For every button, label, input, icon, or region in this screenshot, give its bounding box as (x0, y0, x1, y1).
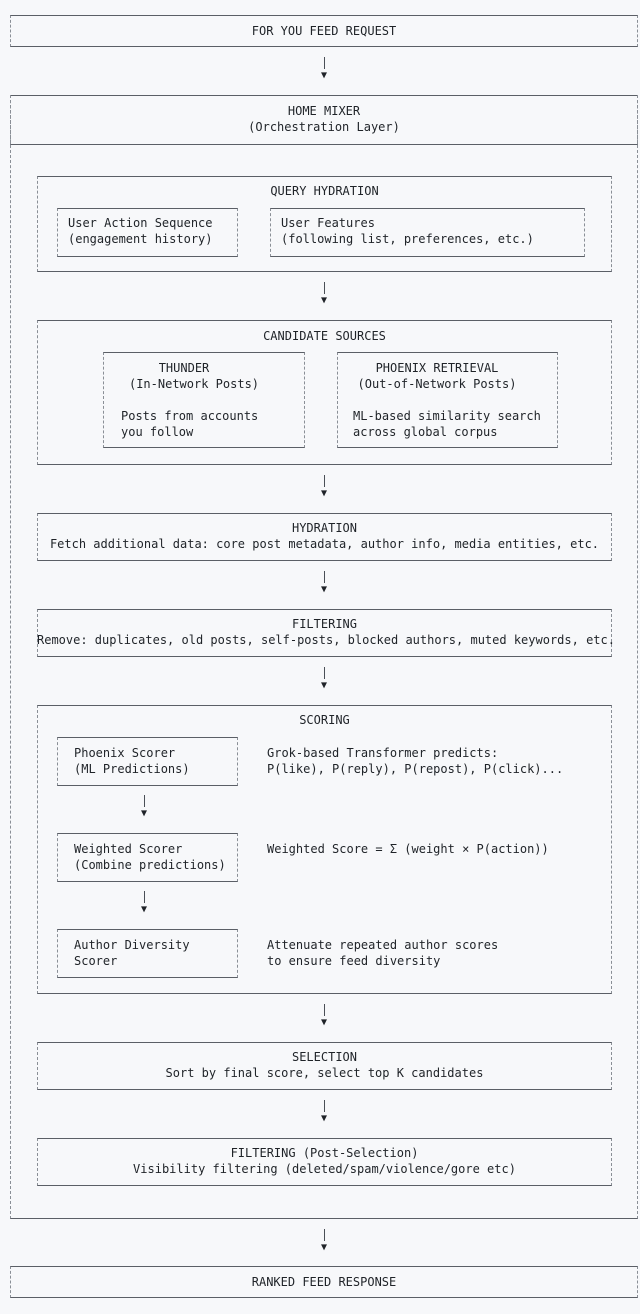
filtering-desc: Remove: duplicates, old posts, self-post… (37, 633, 615, 647)
post-filtering-desc: Visibility filtering (deleted/spam/viole… (133, 1162, 516, 1176)
user-features-line2: (following list, preferences, etc.) (281, 232, 534, 246)
hydration-title: HYDRATION (291, 521, 358, 535)
arrow-query-to-candidates: ▼ (318, 282, 330, 306)
phoenix-scorer-note1: Grok-based Transformer predicts: (267, 746, 499, 760)
query-hydration-box (37, 176, 612, 272)
arrow-request-to-mixer: ▼ (318, 57, 330, 81)
selection-title: SELECTION (291, 1050, 358, 1064)
user-action-sequence-box (57, 208, 238, 257)
home-mixer-subtitle: (Orchestration Layer) (248, 120, 400, 134)
candidate-sources-box (37, 320, 612, 465)
author-diversity-box (57, 929, 238, 978)
arrow-candidates-to-hydration: ▼ (318, 475, 330, 499)
hydration-box (37, 513, 612, 561)
phoenix-retrieval-subtitle: (Out-of-Network Posts) (357, 377, 517, 391)
thunder-box (103, 352, 305, 448)
arrow-selection-to-postfilter: ▼ (318, 1100, 330, 1124)
home-mixer-box (10, 95, 638, 1219)
query-hydration-title: QUERY HYDRATION (270, 184, 379, 198)
filtering-title: FILTERING (291, 617, 358, 631)
request-box (10, 15, 638, 47)
arrow-head: ▼ (320, 1017, 328, 1028)
arrow-phoenix-to-weighted: ▼ (138, 795, 150, 819)
home-mixer-header-divider (10, 95, 638, 145)
arrow-head: ▼ (320, 680, 328, 691)
request-title: FOR YOU FEED REQUEST (251, 24, 397, 38)
user-features-line1: User Features (281, 216, 375, 230)
hydration-desc: Fetch additional data: core post metadat… (49, 537, 600, 551)
user-action-line1: User Action Sequence (68, 216, 213, 230)
arrow-head: ▼ (320, 488, 328, 499)
post-filtering-title: FILTERING (Post-Selection) (230, 1146, 419, 1160)
phoenix-retrieval-title: PHOENIX RETRIEVAL (375, 361, 499, 375)
user-features-box (270, 208, 585, 257)
arrow-head: ▼ (140, 808, 148, 819)
phoenix-retrieval-desc1: ML-based similarity search (353, 409, 541, 423)
phoenix-retrieval-box (337, 352, 558, 448)
weighted-scorer-box (57, 833, 238, 882)
phoenix-scorer-note2: P(like), P(reply), P(repost), P(click)..… (267, 762, 564, 776)
response-box (10, 1266, 638, 1298)
author-diversity-line2: Scorer (74, 954, 118, 968)
author-diversity-line1: Author Diversity (74, 938, 190, 952)
weighted-scorer-line2: (Combine predictions) (74, 858, 226, 872)
home-mixer-title: HOME MIXER (287, 104, 361, 118)
arrow-head: ▼ (320, 70, 328, 81)
weighted-scorer-line1: Weighted Scorer (74, 842, 183, 856)
author-diversity-note1: Attenuate repeated author scores (267, 938, 499, 952)
post-filtering-box (37, 1138, 612, 1186)
arrow-head: ▼ (320, 1242, 328, 1253)
user-action-line2: (engagement history) (68, 232, 213, 246)
thunder-desc1: Posts from accounts (121, 409, 259, 423)
filtering-box (37, 609, 612, 657)
scoring-box (37, 705, 612, 994)
candidate-sources-title: CANDIDATE SOURCES (263, 329, 386, 343)
selection-desc: Sort by final score, select top K candid… (165, 1066, 484, 1080)
arrow-filtering-to-scoring: ▼ (318, 667, 330, 691)
author-diversity-note2: to ensure feed diversity (267, 954, 441, 968)
phoenix-scorer-line1: Phoenix Scorer (74, 746, 176, 760)
arrow-head: ▼ (320, 295, 328, 306)
thunder-subtitle: (In-Network Posts) (128, 377, 260, 391)
weighted-scorer-note1: Weighted Score = Σ (weight × P(action)) (267, 842, 549, 856)
thunder-desc2: you follow (121, 425, 194, 439)
arrow-mixer-to-response: ▼ (318, 1229, 330, 1253)
arrow-head: ▼ (320, 584, 328, 595)
selection-box (37, 1042, 612, 1090)
scoring-title: SCORING (299, 713, 350, 727)
phoenix-scorer-box (57, 737, 238, 786)
arrow-head: ▼ (140, 904, 148, 915)
phoenix-scorer-line2: (ML Predictions) (74, 762, 190, 776)
arrow-head: ▼ (320, 1113, 328, 1124)
arrow-scoring-to-selection: ▼ (318, 1004, 330, 1028)
response-title: RANKED FEED RESPONSE (251, 1275, 397, 1289)
arrow-weighted-to-diversity: ▼ (138, 891, 150, 915)
thunder-title: THUNDER (158, 361, 210, 375)
arrow-hydration-to-filtering: ▼ (318, 571, 330, 595)
phoenix-retrieval-desc2: across global corpus (353, 425, 498, 439)
